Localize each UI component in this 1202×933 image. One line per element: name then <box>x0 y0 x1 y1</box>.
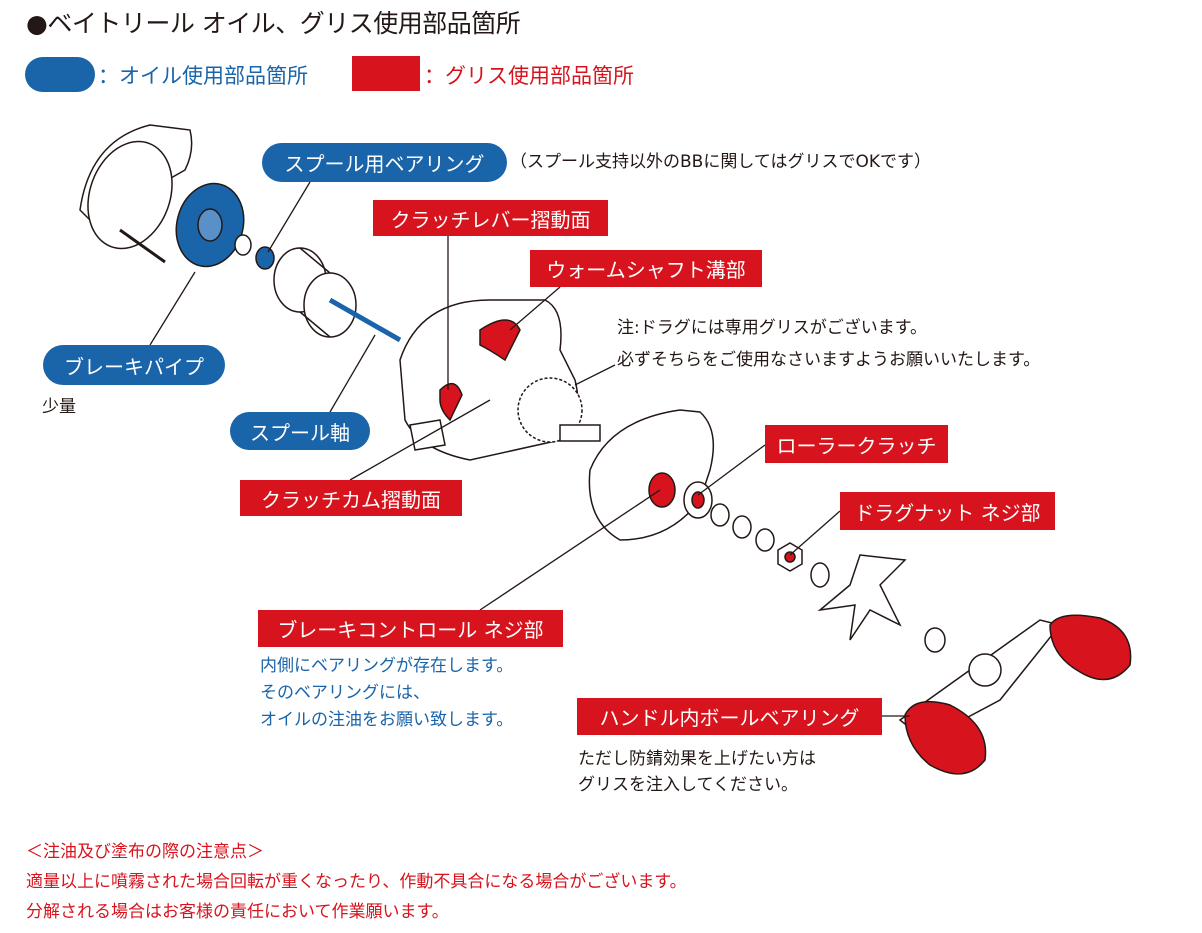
page-title: ●ベイトリール オイル、グリス使用部品箇所 <box>26 9 521 38</box>
spool-bearing-note: （スプール支持以外のBBに関してはグリスでOKです） <box>510 152 932 172</box>
roller-clutch-grease <box>648 472 676 508</box>
legend-grease-swatch <box>352 56 420 91</box>
spool-bearing-oil <box>255 246 275 270</box>
brake-pipe-note: 少量 <box>42 397 76 417</box>
label-spool-shaft: スプール軸 <box>230 412 370 450</box>
footer-heading: ＜注油及び塗布の際の注意点＞ <box>26 842 264 862</box>
brake-control-note-3: オイルの注油をお願い致します。 <box>260 710 514 730</box>
right-side-plate <box>588 409 715 541</box>
drag-note-line2: 必ずそちらをご使用なさいますようお願いいたします。 <box>617 350 1041 370</box>
handle-knob-top <box>1049 614 1132 681</box>
handle-bearing-note-2: グリスを注入してください。 <box>578 775 798 795</box>
label-worm-shaft: ウォームシャフト溝部 <box>530 250 762 287</box>
label-clutch-cam: クラッチカム摺動面 <box>240 480 462 516</box>
label-handle-bearing: ハンドル内ボールベアリング <box>577 698 882 735</box>
legend-oil-label: ：オイル使用部品箇所 <box>98 64 308 88</box>
drag-note-line1: 注:ドラグには専用グリスがございます。 <box>617 318 928 338</box>
label-brake-control: ブレーキコントロール ネジ部 <box>258 610 563 647</box>
handle-knob-bottom <box>904 700 987 775</box>
label-spool-bearing: スプール用ベアリング <box>262 143 507 182</box>
brake-control-note-2: そのベアリングには、 <box>260 683 430 703</box>
label-brake-pipe: ブレーキパイプ <box>43 345 225 385</box>
star-drag <box>817 554 907 641</box>
brake-control-note-1: 内側にベアリングが存在します。 <box>260 656 514 676</box>
legend-oil-swatch <box>25 57 95 92</box>
legend-grease-label: ：グリス使用部品箇所 <box>424 64 634 88</box>
label-drag-nut: ドラグナット ネジ部 <box>840 492 1055 530</box>
footer-line1: 適量以上に噴霧された場合回転が重くなったり、作動不具合になる場合がございます。 <box>26 872 687 892</box>
spool-shaft-oil <box>328 297 402 343</box>
label-clutch-lever: クラッチレバー摺動面 <box>373 200 608 236</box>
handle-bearing-note-1: ただし防錆効果を上げたい方は <box>578 749 816 769</box>
label-roller-clutch: ローラークラッチ <box>765 425 948 463</box>
footer-line2: 分解される場合はお客様の責任において作業願います。 <box>26 902 449 922</box>
